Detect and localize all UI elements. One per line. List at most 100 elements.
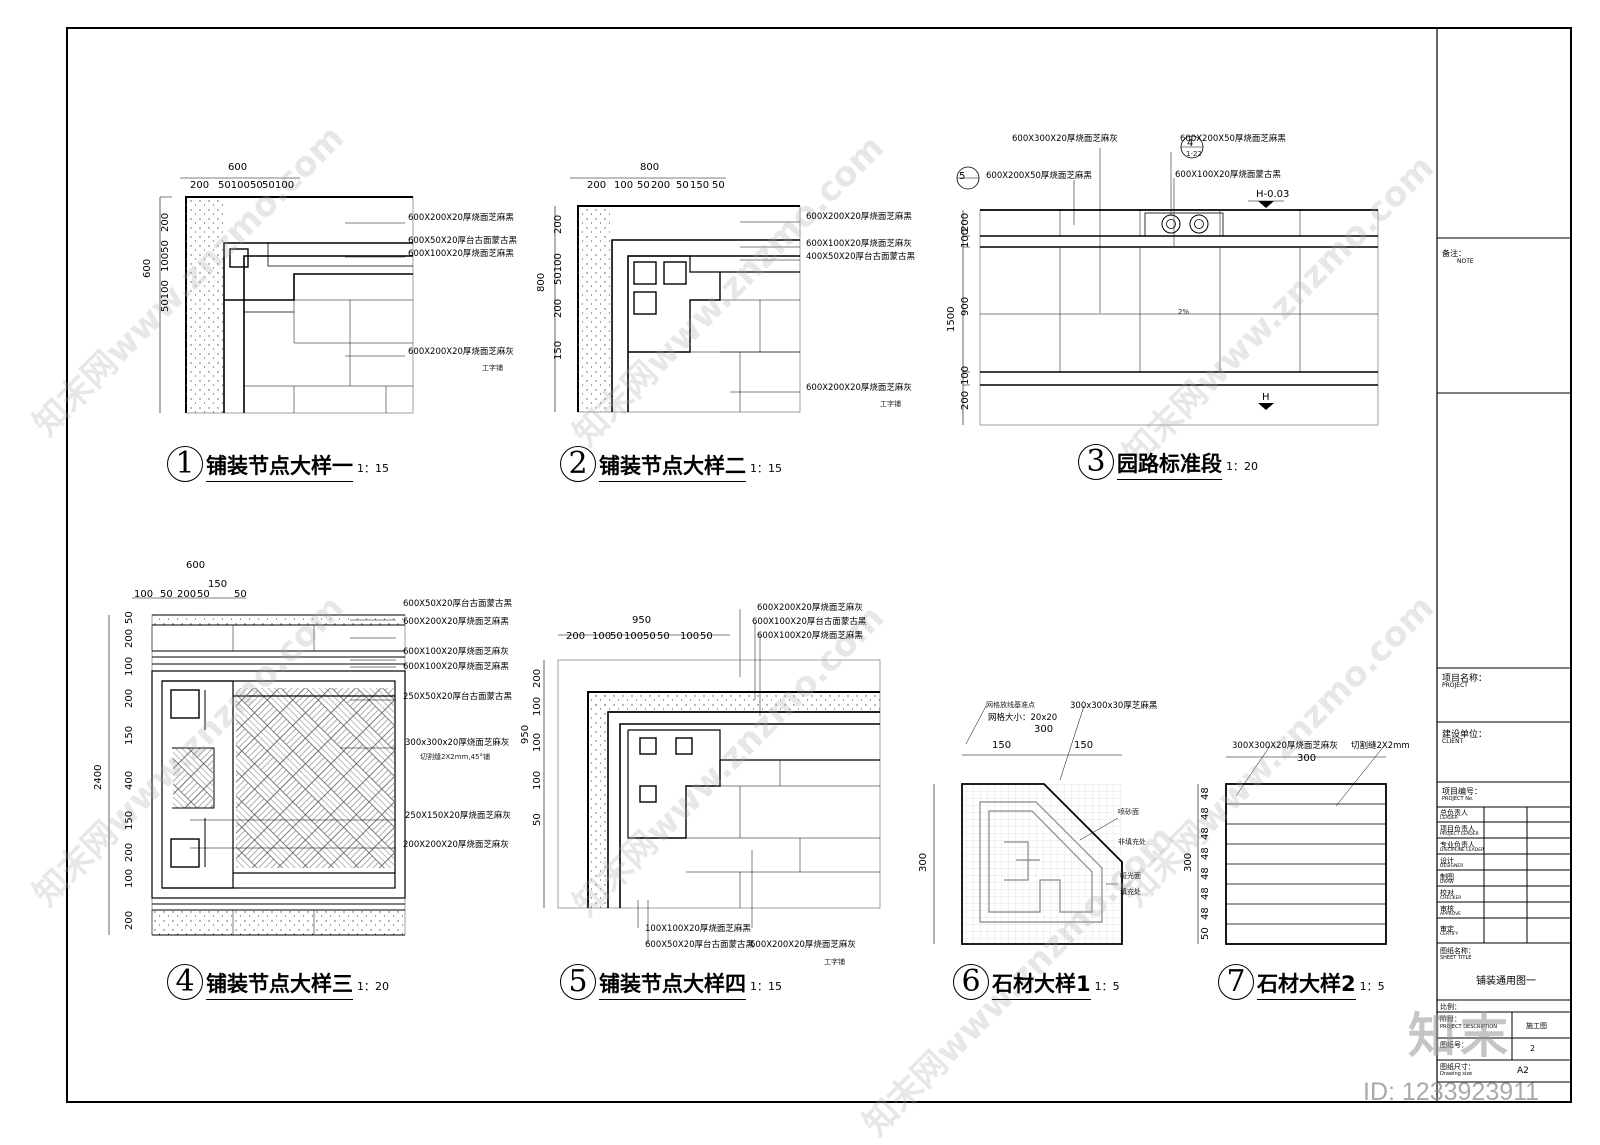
role-label: 制图 xyxy=(1440,873,1454,881)
material-label: 100X100X20厚烧面芝麻黑 xyxy=(645,924,751,934)
note-label: 网格大小：20x20 xyxy=(988,713,1058,723)
dim-label: 2400 xyxy=(93,764,104,790)
note-label-en: NOTE xyxy=(1457,258,1474,265)
dim-label: 50 xyxy=(124,611,135,624)
dim-label: 200 xyxy=(124,688,135,708)
role-label: 校对 xyxy=(1440,889,1454,897)
dim-label: 300 xyxy=(1183,852,1194,872)
dim-label: 200 xyxy=(532,668,543,688)
callout-number: 4 xyxy=(1187,138,1194,149)
dim-label: 48 xyxy=(1200,847,1211,860)
detail-3-drawing xyxy=(956,135,1379,426)
detail-1-title: 1 铺装节点大样一 1：15 xyxy=(167,446,389,482)
sheet-no-value: 2 xyxy=(1530,1044,1536,1053)
dim-label: 200 xyxy=(651,180,671,191)
role-label-en: LEADER xyxy=(1440,816,1458,821)
detail-name: 铺装节点大样二 xyxy=(599,450,746,482)
dim-label: 48 xyxy=(1200,827,1211,840)
dim-label: 48 xyxy=(1200,787,1211,800)
dim-label: 50 xyxy=(712,180,725,191)
dim-label: 200 xyxy=(124,842,135,862)
detail-7-drawing xyxy=(1197,756,1387,945)
material-label: 300x300x20厚烧面芝麻灰 xyxy=(405,738,510,748)
dim-label: 100 xyxy=(960,228,971,248)
detail-number: 7 xyxy=(1218,964,1254,1000)
client-label-en: CLIENT xyxy=(1442,738,1464,745)
material-label: 600X50X20厚台古面蒙古黑 xyxy=(645,940,755,950)
dim-label: 50 xyxy=(532,813,543,826)
dim-label: 150 xyxy=(992,740,1012,751)
material-label: 600X100X20厚台古面蒙古黑 xyxy=(752,617,867,627)
detail-2-leaders xyxy=(730,221,800,393)
detail-7-leaders xyxy=(1235,745,1385,807)
dim-label: 100 xyxy=(960,365,971,385)
note-label: 工字铺 xyxy=(824,958,845,966)
dim-label: 200 xyxy=(160,212,171,232)
dim-label: 950 xyxy=(632,615,652,626)
dim-label: 100 xyxy=(614,180,634,191)
detail-1-drawing xyxy=(159,177,414,414)
material-label: 600X200X20厚烧面芝麻黑 xyxy=(408,213,514,223)
detail-number: 5 xyxy=(560,964,596,1000)
dim-label: 50 xyxy=(160,589,173,600)
dim-label: 50 xyxy=(657,631,670,642)
detail-number: 3 xyxy=(1078,444,1114,480)
detail-1-leaders xyxy=(345,222,405,357)
dim-label: 48 xyxy=(1200,907,1211,920)
project-no-label: 项目编号： xyxy=(1442,787,1482,796)
material-label: 600X50X20厚台古面蒙古黑 xyxy=(408,236,518,246)
detail-scale: 1：5 xyxy=(1094,980,1120,993)
detail-2-title: 2 铺装节点大样二 1：15 xyxy=(560,446,782,482)
role-label-en: DISCIPLINE LEADER xyxy=(1440,848,1485,853)
dim-label: 200 xyxy=(553,298,564,318)
dim-label: 300 xyxy=(1297,753,1317,764)
detail-scale: 1：15 xyxy=(750,980,782,993)
dim-label: 50 xyxy=(700,631,713,642)
role-label: 总负责人 xyxy=(1440,809,1468,817)
material-label: 600X200X20厚烧面芝麻灰 xyxy=(757,603,863,613)
dim-label: 48 xyxy=(1200,807,1211,820)
dim-label: 50 xyxy=(643,631,656,642)
dim-label: 600 xyxy=(142,258,153,278)
note-label: 切割缝2X2mm,45°铺 xyxy=(420,753,490,761)
dim-label: 200 xyxy=(124,628,135,648)
title-block-grid xyxy=(1437,237,1571,1083)
note-label: 填充处 xyxy=(1120,888,1141,896)
dim-label: 100 xyxy=(275,180,295,191)
material-label: 600X300X20厚烧面芝麻灰 xyxy=(1012,134,1118,144)
callout-number: 5 xyxy=(959,171,966,182)
dim-label: 50 xyxy=(676,180,689,191)
dim-label: 600 xyxy=(186,560,206,571)
dim-label: 150 xyxy=(124,810,135,830)
material-label: 600X100X20厚烧面芝麻黑 xyxy=(403,662,509,672)
detail-name: 铺装节点大样四 xyxy=(599,968,746,1000)
material-label: 600X200X50厚烧面芝麻黑 xyxy=(986,171,1092,181)
role-label-en: APPROVE xyxy=(1440,912,1462,917)
material-label: 600X100X20厚烧面蒙古黑 xyxy=(1175,170,1281,180)
dim-label: 50100 xyxy=(553,253,564,285)
dim-label: 800 xyxy=(640,162,660,173)
size-label: 图纸尺寸： xyxy=(1440,1063,1475,1071)
dim-label: 150 xyxy=(208,579,228,590)
role-label: 专业负责人 xyxy=(1440,841,1475,849)
detail-scale: 1：20 xyxy=(357,980,389,993)
material-label: 200X200X20厚烧面芝麻灰 xyxy=(403,840,509,850)
level-mark: H xyxy=(1262,392,1270,403)
material-label: 600X200X20厚烧面芝麻灰 xyxy=(750,940,856,950)
detail-7-title: 7 石材大样2 1：5 xyxy=(1218,964,1385,1000)
watermark-logo: 知末 xyxy=(1408,1008,1513,1064)
role-label-en: DESIGNER xyxy=(1440,864,1464,869)
project-label-en: PROJECT xyxy=(1442,682,1468,689)
dim-label: 1500 xyxy=(946,306,957,332)
material-label: 600X200X20厚烧面芝麻黑 xyxy=(806,212,912,222)
size-label-en: Drawing size xyxy=(1440,1071,1473,1077)
dim-label: 50 xyxy=(610,631,623,642)
dim-label: 48 xyxy=(1200,867,1211,880)
material-label: 600X100X20厚烧面芝麻黑 xyxy=(757,631,863,641)
material-label: 400X50X20厚台古面蒙古黑 xyxy=(806,252,916,262)
detail-scale: 1：20 xyxy=(1226,460,1258,473)
sheet-title-label-en: SHEET TITLE xyxy=(1440,955,1472,961)
material-label: 250X150X20厚烧面芝麻灰 xyxy=(405,811,511,821)
detail-name: 园路标准段 xyxy=(1117,448,1222,480)
